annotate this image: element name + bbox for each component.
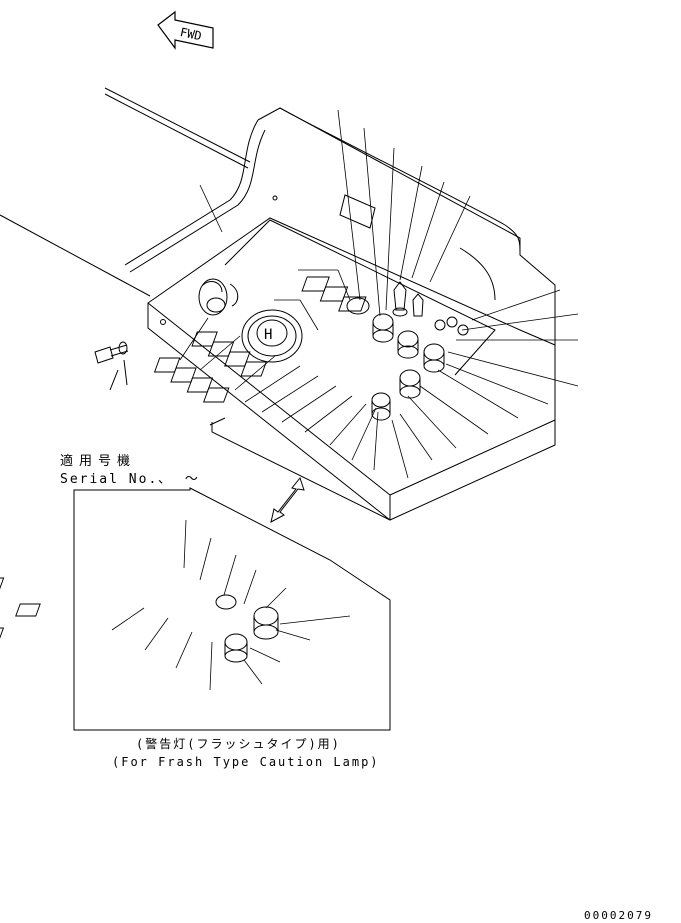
round-switches — [346, 297, 445, 421]
mounting-bolt — [94, 341, 129, 391]
rotary-switch-knob — [198, 278, 239, 316]
serial-range-separator: 、 ～ — [158, 472, 201, 487]
key-switch: H — [241, 309, 303, 363]
caution-lamp-row-upper — [191, 331, 267, 377]
console-housing — [124, 107, 556, 521]
caution-lamp-row-lower — [153, 357, 230, 403]
detail-reference-arrow — [270, 476, 305, 523]
drawing-number: 00002079 — [584, 909, 653, 922]
inset-caption-en: (For Frash Type Caution Lamp) — [112, 755, 380, 769]
leader-lines — [179, 109, 579, 479]
switch-panel-upper — [301, 276, 469, 336]
inset-lamp-lower-row — [0, 627, 248, 663]
inset-frame — [73, 487, 391, 731]
inset-caption-jp: (警告灯(フラッシュタイプ)用) — [136, 737, 341, 751]
inset-lamp-upper-row — [0, 577, 279, 640]
serial-label-en: Serial No. — [60, 472, 159, 487]
key-switch-symbol: H — [264, 327, 272, 343]
toggle-switch — [392, 281, 424, 317]
inset-leader-lines — [111, 519, 351, 691]
side-rail — [0, 87, 251, 297]
fwd-label: FWD — [179, 25, 203, 43]
serial-label-jp: 適用号機 — [60, 454, 137, 469]
fwd-arrow-icon: FWD — [157, 10, 214, 50]
